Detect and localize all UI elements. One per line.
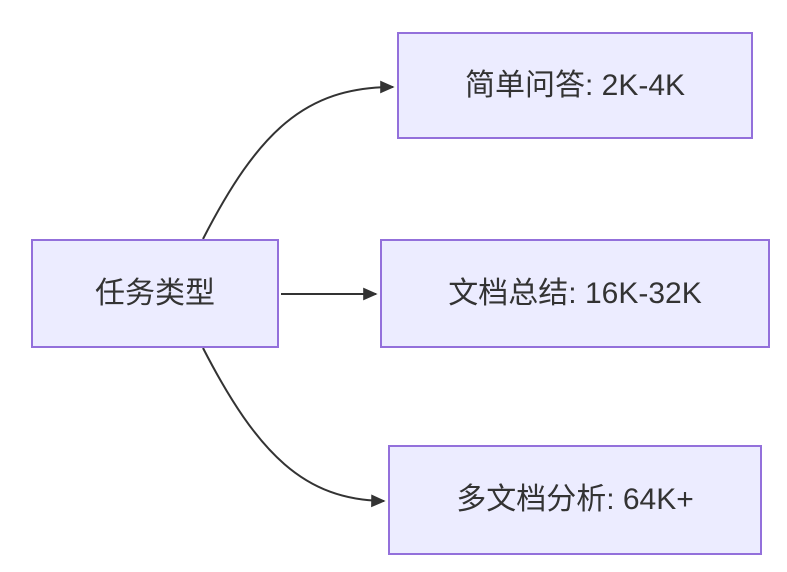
node-multi-doc-analysis-label: 多文档分析: 64K+ [456,483,694,516]
node-doc-summary: 文档总结: 16K-32K [380,239,770,348]
node-task-type-label: 任务类型 [95,276,215,310]
node-simple-qa: 简单问答: 2K-4K [397,32,753,139]
edge-root-to-top-arrow [202,80,395,240]
node-doc-summary-label: 文档总结: 16K-32K [448,276,702,310]
node-task-type: 任务类型 [31,239,279,348]
edge-root-to-bottom-arrow [202,347,386,508]
node-simple-qa-label: 简单问答: 2K-4K [464,68,686,102]
node-multi-doc-analysis: 多文档分析: 64K+ [388,445,762,555]
